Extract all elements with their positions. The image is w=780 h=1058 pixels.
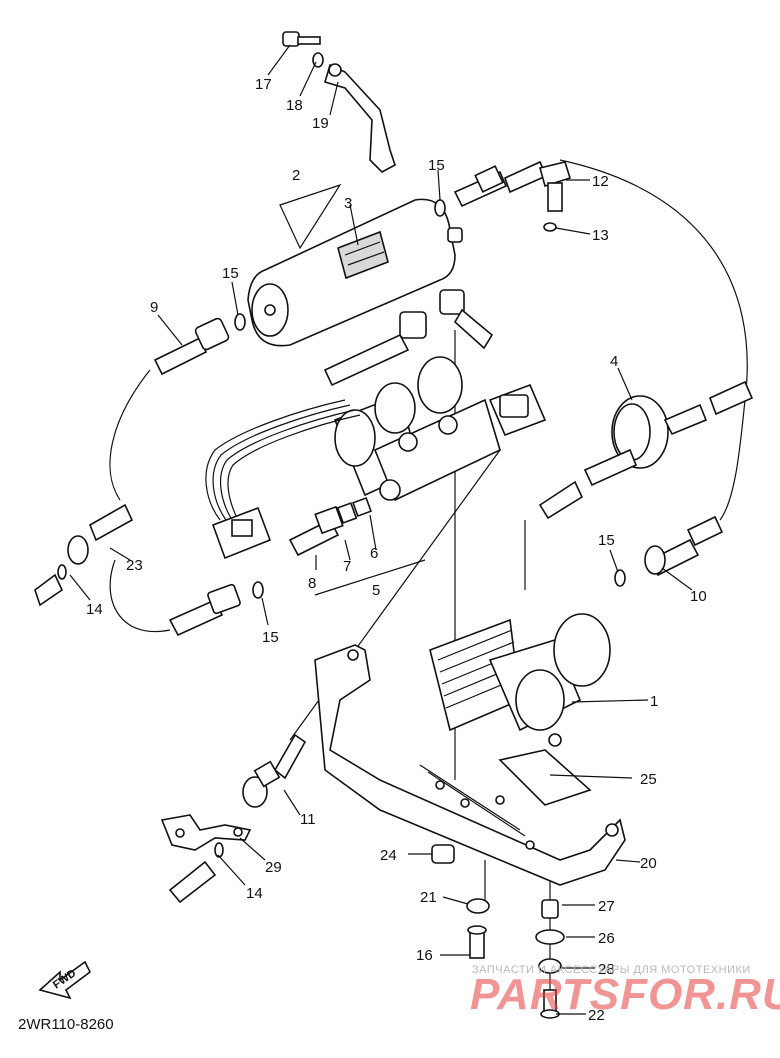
callout-3: 3: [344, 195, 352, 212]
dampener-4: [538, 380, 754, 520]
washer-26: [535, 929, 565, 945]
hose-end-lower-left: [34, 564, 67, 607]
callout-28: 28: [598, 961, 615, 978]
callout-24: 24: [380, 847, 397, 864]
hose-fitting-right: [439, 289, 465, 315]
callout-20: 19: [312, 115, 329, 132]
fitting-lower-left: [168, 583, 241, 637]
o-ring-13: [543, 222, 557, 232]
fitting-10: [644, 515, 724, 577]
hose-route-right: [559, 159, 748, 521]
bolt-16: [467, 925, 487, 959]
nut-17: [466, 898, 490, 914]
callout-4: 4: [610, 353, 618, 370]
banjo-bolt-12: [539, 161, 572, 212]
fitting-top: [453, 160, 548, 208]
fitting-23: [67, 503, 134, 565]
o-ring-15-a: [434, 199, 446, 217]
fitting-9: [153, 317, 230, 376]
callout-15-right: 15: [598, 532, 615, 549]
callout-7: 7: [343, 558, 351, 575]
hose-mid: [323, 333, 410, 387]
bracket-20: [324, 63, 396, 173]
connector: [211, 506, 272, 560]
callout-15-left: 15: [222, 265, 239, 282]
collar-27: [541, 899, 559, 919]
callout-5: 5: [372, 582, 380, 599]
callout-17: 21: [420, 889, 437, 906]
solenoid-valve-assembly-5: [333, 356, 547, 502]
o-ring-15-d: [614, 569, 626, 587]
callout-9: 9: [150, 299, 158, 316]
label-sticker-3: [337, 230, 389, 280]
bolt-21: [282, 31, 321, 47]
callout-25: 25: [640, 771, 657, 788]
callout-23: 23: [126, 557, 143, 574]
hose-fitting-mid: [399, 311, 427, 339]
callout-12: 12: [592, 173, 609, 190]
callout-8: 8: [308, 575, 316, 592]
o-ring-15-b: [234, 313, 246, 331]
callout-6: 6: [370, 545, 378, 562]
callout-21: 17: [255, 76, 272, 93]
watermark-logo: PARTSFOR.RU: [470, 970, 780, 1019]
callout-2: 2: [292, 167, 300, 184]
fwd-arrow-icon: FWD: [38, 960, 92, 1000]
callout-16: 16: [416, 947, 433, 964]
callout-15-lower: 15: [262, 629, 279, 646]
callout-14-lower: 14: [246, 885, 263, 902]
o-ring-15-c: [252, 581, 264, 599]
wiring-harness: [205, 399, 361, 521]
callout-13: 13: [592, 227, 609, 244]
callout-15-top: 15: [428, 157, 445, 174]
callout-22: 18: [286, 97, 303, 114]
bracket-29: [160, 814, 252, 851]
hose-route-left: [109, 369, 151, 501]
callout-27: 27: [598, 898, 615, 915]
callout-labels: 17 18 19 2 3 15 12 13 15 9 4 23 14 8 7 6…: [86, 76, 707, 1024]
callout-1: 1: [650, 693, 658, 710]
hose-end-14-lower: [168, 842, 224, 904]
callout-29: 29: [265, 859, 282, 876]
callout-10: 10: [690, 588, 707, 605]
callout-14-top: 14: [86, 601, 103, 618]
watermark-tagline: ЗАПЧАСТИ И АКСЕССУАРЫ ДЛЯ МОТОТЕХНИКИ: [472, 964, 751, 976]
fitting-11: [242, 733, 307, 808]
callout-11: 11: [300, 811, 316, 828]
callout-19: 20: [640, 855, 657, 872]
damper-24: [431, 844, 455, 864]
hydraulic-unit-1: [429, 613, 611, 747]
bracket-19: [314, 644, 626, 886]
plate-25: [498, 749, 592, 806]
callout-18: 22: [588, 1007, 605, 1024]
fitting-6-7-8: [288, 497, 372, 557]
bolt-18: [540, 989, 560, 1019]
callout-26: 26: [598, 930, 615, 947]
hose-route-lower-left: [109, 559, 171, 633]
hose-right-short: [453, 308, 494, 350]
leader-lines: [69, 44, 693, 1015]
diagram-code: 2WR110-8260: [18, 1016, 114, 1033]
damper-28: [538, 958, 562, 974]
